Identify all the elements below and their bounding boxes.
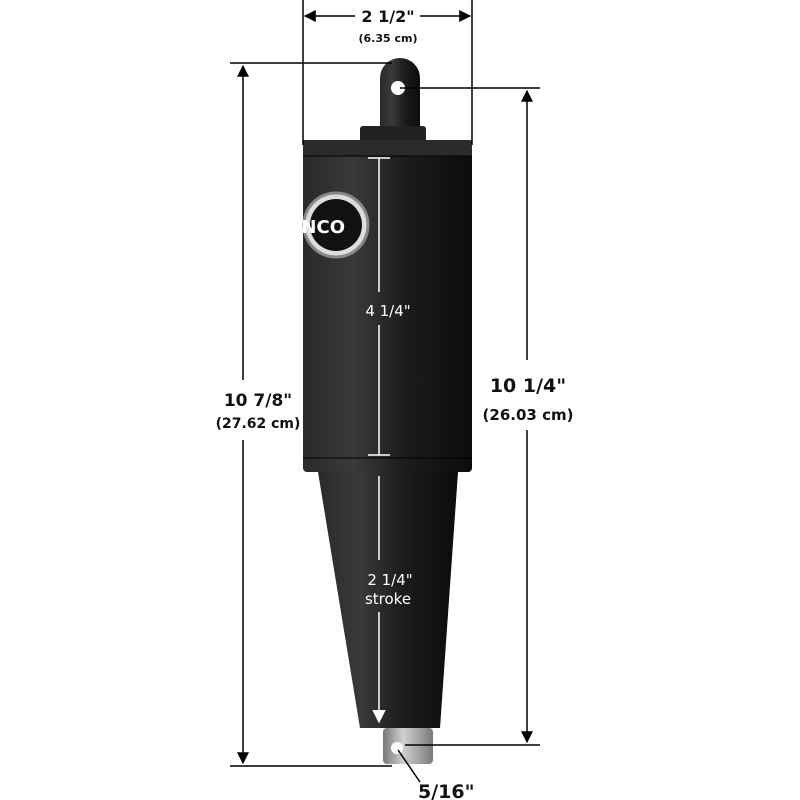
width-metric-label: (6.35 cm) — [358, 32, 417, 45]
top-lip — [303, 140, 472, 156]
mount-hole — [391, 81, 405, 95]
stroke-dimension: 2 1/4" stroke — [365, 476, 413, 724]
pin-hole-dimension: 5/16" — [397, 749, 475, 800]
body-length-dimension: 4 1/4" — [365, 157, 411, 456]
tapered-tube — [318, 472, 458, 728]
logo: NCO — [301, 191, 370, 259]
width-label: 2 1/2" — [361, 7, 414, 26]
actuator: NCO — [301, 58, 472, 764]
overall-length-label: 10 7/8" — [224, 391, 292, 411]
collar — [360, 126, 426, 142]
svg-text:NCO: NCO — [301, 217, 345, 238]
rod-pin-hole — [391, 742, 403, 754]
stroke-label: stroke — [365, 590, 411, 608]
overall-length-metric-label: (27.62 cm) — [216, 416, 301, 432]
mount-length-dimension: 10 1/4" (26.03 cm) — [400, 87, 574, 746]
pin-hole-label: 5/16" — [418, 781, 475, 800]
rod-end — [383, 728, 433, 764]
mount-length-label: 10 1/4" — [490, 375, 566, 397]
stroke-value-label: 2 1/4" — [367, 571, 412, 589]
mount-ear — [380, 58, 420, 135]
mount-length-metric-label: (26.03 cm) — [483, 406, 574, 424]
width-dimension: 2 1/2" (6.35 cm) — [302, 0, 473, 145]
body-length-label: 4 1/4" — [365, 302, 410, 320]
overall-length-dimension: 10 7/8" (27.62 cm) — [216, 62, 392, 767]
